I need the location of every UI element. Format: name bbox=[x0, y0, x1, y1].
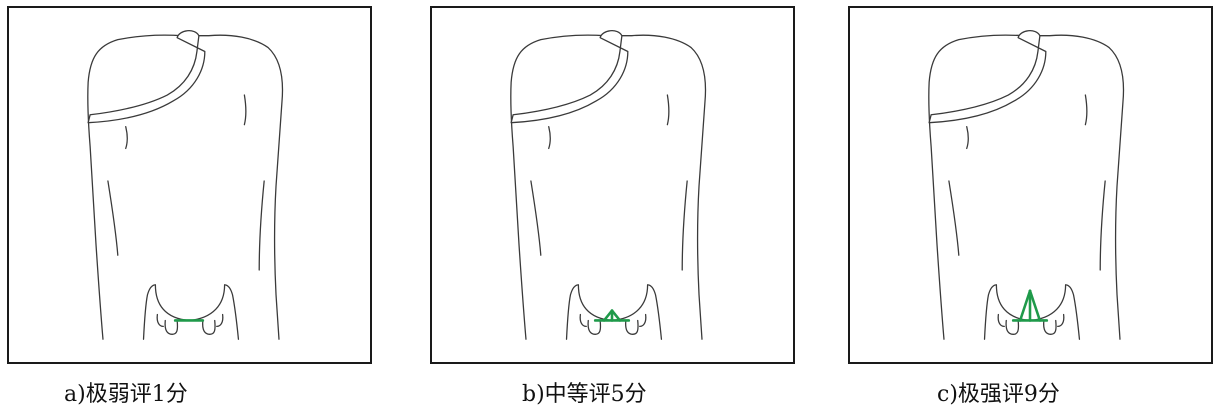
cow-outline bbox=[928, 30, 1125, 340]
teat-right bbox=[625, 319, 639, 335]
panel-caption-a: a)极弱评1分 bbox=[64, 382, 188, 407]
ligament-cleft-left bbox=[1018, 289, 1032, 322]
teat-right bbox=[202, 319, 216, 335]
teat-back-right bbox=[1057, 313, 1065, 328]
flank-right bbox=[1099, 180, 1106, 271]
left-leg-inner bbox=[565, 284, 580, 340]
tail bbox=[87, 30, 206, 124]
panel-very-weak bbox=[7, 6, 372, 364]
hip-detail-right bbox=[243, 94, 247, 126]
median-suspensory-ligament-marker bbox=[593, 309, 631, 322]
hip-detail-right bbox=[666, 94, 670, 126]
udder-outline bbox=[154, 284, 226, 322]
left-leg-inner bbox=[983, 284, 998, 340]
teat-back-left bbox=[997, 313, 1005, 328]
right-leg-inner bbox=[646, 284, 663, 340]
tail bbox=[510, 30, 629, 124]
teat-back-left bbox=[579, 313, 587, 328]
teat-right bbox=[1043, 319, 1057, 335]
teat-back-left bbox=[156, 313, 164, 328]
hip-detail-right bbox=[1084, 94, 1088, 126]
right-leg-inner bbox=[223, 284, 240, 340]
flank-left bbox=[948, 180, 960, 256]
cow-outline bbox=[510, 30, 707, 340]
hip-detail-left bbox=[548, 126, 551, 150]
flank-left bbox=[107, 180, 119, 256]
ligament-cleft-right bbox=[1028, 289, 1042, 322]
teat-left bbox=[587, 319, 602, 335]
cow-outline bbox=[87, 30, 284, 340]
right-leg-inner bbox=[1064, 284, 1081, 340]
ligament-cleft-left bbox=[602, 309, 614, 322]
hip-detail-left bbox=[125, 126, 128, 150]
teat-left bbox=[1005, 319, 1020, 335]
left-leg-inner bbox=[142, 284, 157, 340]
median-suspensory-ligament-marker bbox=[1011, 289, 1049, 322]
panel-very-strong bbox=[848, 6, 1213, 364]
teat-back-right bbox=[216, 313, 224, 328]
teat-left bbox=[164, 319, 179, 335]
panel-caption-c: c)极强评9分 bbox=[937, 382, 1060, 407]
flank-left bbox=[530, 180, 542, 256]
cow-rear-illustration bbox=[928, 30, 1125, 340]
panel-medium bbox=[430, 6, 795, 364]
panel-caption-b: b)中等评5分 bbox=[522, 382, 647, 407]
teat-back-right bbox=[639, 313, 647, 328]
tail bbox=[928, 30, 1047, 124]
hip-detail-left bbox=[966, 126, 969, 150]
ligament-cleft-right bbox=[610, 309, 622, 322]
cow-rear-illustration bbox=[87, 30, 284, 340]
cow-rear-illustration bbox=[510, 30, 707, 340]
flank-right bbox=[681, 180, 688, 271]
flank-right bbox=[258, 180, 265, 271]
